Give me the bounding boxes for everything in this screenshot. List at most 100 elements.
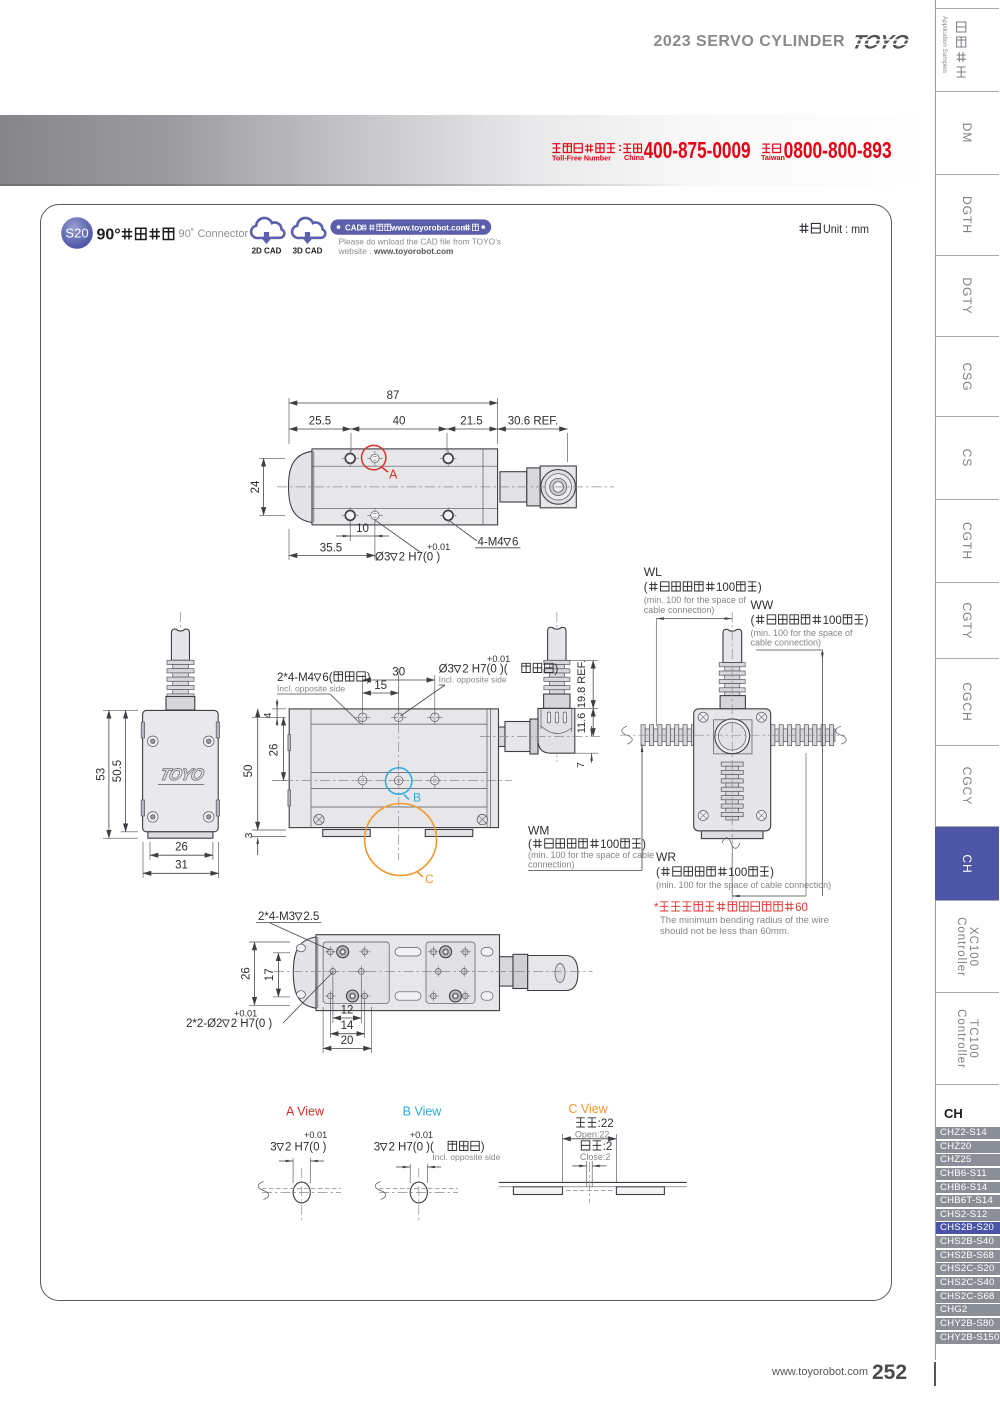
svg-text:2*2-Ø2: 2*2-Ø2 xyxy=(186,1018,222,1030)
svg-text:(min. 100 for the space of: (min. 100 for the space of xyxy=(644,595,747,605)
svg-text:Unit : mm: Unit : mm xyxy=(823,222,869,236)
svg-text:26: 26 xyxy=(241,967,253,980)
svg-text:Toll-Free Number: Toll-Free Number xyxy=(552,154,611,163)
svg-text:Ø3: Ø3 xyxy=(439,664,454,676)
svg-text:2.5: 2.5 xyxy=(303,911,319,923)
svg-text:30.6 REF.: 30.6 REF. xyxy=(508,416,559,428)
svg-text:TOYO: TOYO xyxy=(850,32,912,54)
svg-text:3: 3 xyxy=(374,1142,380,1154)
svg-text:C: C xyxy=(425,872,434,886)
svg-text:2 H7(0 ): 2 H7(0 ) xyxy=(231,1018,273,1030)
svg-text:cable connection): cable connection) xyxy=(751,638,822,648)
svg-text::: : xyxy=(618,140,622,154)
svg-text:12: 12 xyxy=(341,1005,354,1017)
svg-text:4-M4: 4-M4 xyxy=(478,537,505,549)
svg-text:25.5: 25.5 xyxy=(309,416,331,428)
svg-text:17: 17 xyxy=(264,968,276,981)
svg-text:B: B xyxy=(413,791,421,805)
svg-text:+0.01: +0.01 xyxy=(304,1130,327,1140)
svg-text:WR: WR xyxy=(656,850,676,864)
svg-text:24: 24 xyxy=(250,480,262,493)
svg-text:20: 20 xyxy=(341,1035,354,1047)
svg-text:WW: WW xyxy=(751,598,774,612)
svg-text:+0.01: +0.01 xyxy=(427,542,450,552)
svg-text:4: 4 xyxy=(262,712,274,718)
svg-text:): ) xyxy=(555,664,559,676)
svg-text:Application Samples: Application Samples xyxy=(941,16,948,73)
svg-text:A: A xyxy=(389,468,398,482)
svg-text:C View: C View xyxy=(568,1102,608,1116)
svg-text:2*4-M4: 2*4-M4 xyxy=(277,672,315,684)
svg-text:100: 100 xyxy=(600,839,619,851)
svg-text::22: :22 xyxy=(598,1118,614,1130)
svg-text:0800-800-893: 0800-800-893 xyxy=(784,137,892,163)
svg-text:): ) xyxy=(758,582,762,594)
svg-text:Incl. opposite side: Incl. opposite side xyxy=(277,684,345,694)
svg-text:(min. 100 for the space of cab: (min. 100 for the space of cable connect… xyxy=(656,880,831,890)
svg-text:31: 31 xyxy=(175,859,188,871)
svg-text:35.5: 35.5 xyxy=(320,543,342,555)
svg-text:China: China xyxy=(624,153,645,162)
svg-text:2 H7(0 ): 2 H7(0 ) xyxy=(399,552,441,564)
svg-text:+0.01: +0.01 xyxy=(487,654,510,664)
svg-text:Open:22: Open:22 xyxy=(575,1130,610,1140)
svg-text:website :: website : xyxy=(338,246,372,256)
svg-text:+0.01: +0.01 xyxy=(410,1130,433,1140)
svg-text:26: 26 xyxy=(269,744,281,757)
svg-text:(: ( xyxy=(656,867,660,879)
svg-text:19.8 REF.: 19.8 REF. xyxy=(576,660,588,708)
svg-text:Please do wnload the CAD file: Please do wnload the CAD file from TOYO’… xyxy=(339,237,501,247)
svg-text:Incl. opposite side: Incl. opposite side xyxy=(439,675,507,685)
svg-text:2D CAD: 2D CAD xyxy=(252,247,282,256)
svg-text:2*4-M3: 2*4-M3 xyxy=(258,911,295,923)
svg-text:(: ( xyxy=(528,839,532,851)
svg-text:40: 40 xyxy=(393,416,406,428)
svg-text:www.toyorobot.com: www.toyorobot.com xyxy=(373,246,453,256)
svg-text:TOYO: TOYO xyxy=(158,765,205,784)
svg-text:Taiwan: Taiwan xyxy=(761,153,785,162)
svg-text:2 H7(0 )(: 2 H7(0 )( xyxy=(388,1142,434,1154)
svg-text:15: 15 xyxy=(374,680,387,692)
svg-text:6(: 6( xyxy=(322,672,332,684)
svg-text:(: ( xyxy=(751,615,755,627)
svg-text:www.toyorobot.com: www.toyorobot.com xyxy=(390,224,468,233)
svg-text:3D CAD: 3D CAD xyxy=(293,247,323,256)
svg-text:(: ( xyxy=(644,582,648,594)
svg-text:cable connection): cable connection) xyxy=(644,605,715,615)
svg-text:Close:2: Close:2 xyxy=(580,1152,611,1162)
svg-text:26: 26 xyxy=(175,842,188,854)
svg-text:should not be less than 60mm.: should not be less than 60mm. xyxy=(660,926,789,937)
svg-text:The minimum bending radius of: The minimum bending radius of the wire xyxy=(660,915,829,926)
svg-text:90°: 90° xyxy=(97,227,121,244)
svg-text:50: 50 xyxy=(243,765,255,778)
svg-text:(min. 100 for the space of cab: (min. 100 for the space of cable xyxy=(528,850,654,860)
svg-text:53: 53 xyxy=(96,768,108,781)
svg-text:2 H7(0 ): 2 H7(0 ) xyxy=(285,1142,327,1154)
svg-text:): ) xyxy=(770,867,774,879)
svg-text:connection): connection) xyxy=(528,860,575,870)
svg-text:400-875-0009: 400-875-0009 xyxy=(644,137,751,163)
svg-text:(min. 100 for the space of: (min. 100 for the space of xyxy=(751,628,854,638)
svg-text:): ) xyxy=(367,672,371,684)
svg-text:WL: WL xyxy=(644,565,662,579)
svg-text:3: 3 xyxy=(243,832,255,838)
svg-text:Ø3: Ø3 xyxy=(375,552,390,564)
svg-text:A View: A View xyxy=(286,1105,325,1119)
svg-text:CAD: CAD xyxy=(345,224,363,233)
svg-text:S20: S20 xyxy=(65,226,88,241)
svg-text:10: 10 xyxy=(356,523,369,535)
svg-text:3: 3 xyxy=(270,1142,276,1154)
svg-text:2 H7(0 )(: 2 H7(0 )( xyxy=(462,664,508,676)
svg-text:WM: WM xyxy=(528,824,549,838)
svg-text:): ) xyxy=(865,615,869,627)
svg-text:50.5: 50.5 xyxy=(112,760,124,782)
svg-text:90˚ Connector: 90˚ Connector xyxy=(179,228,249,240)
svg-text:87: 87 xyxy=(387,390,400,402)
svg-text:30: 30 xyxy=(392,667,405,679)
svg-text:Incl. opposite side: Incl. opposite side xyxy=(432,1152,500,1162)
svg-text:11.6: 11.6 xyxy=(576,713,588,734)
svg-text::2: :2 xyxy=(603,1141,613,1153)
svg-text:100: 100 xyxy=(823,615,842,627)
svg-text:100: 100 xyxy=(728,867,747,879)
svg-text:*: * xyxy=(654,902,659,914)
